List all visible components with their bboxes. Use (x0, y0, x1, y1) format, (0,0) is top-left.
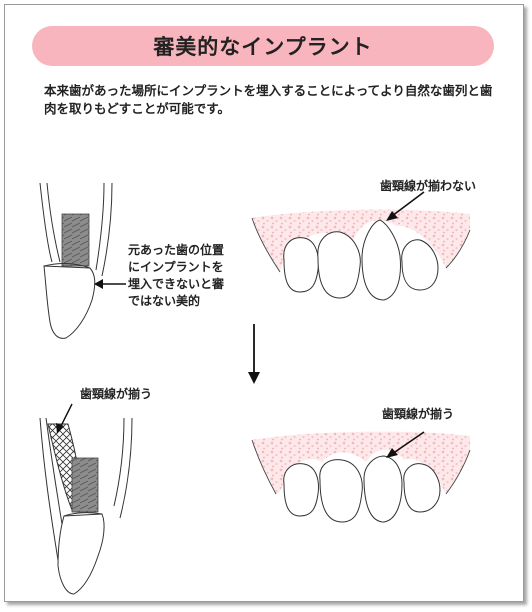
gum-tissue (252, 209, 470, 272)
crown-tooth (43, 265, 96, 339)
side-view-note: 元あった歯の位置 にインプラントを 埋入できないと審 ではない美的 (128, 242, 248, 310)
top-gumline-label: 歯頸線が揃わない (380, 179, 477, 193)
side-pointer-arrow (94, 279, 126, 289)
implant-screw (61, 213, 90, 267)
top-side-view (39, 182, 113, 339)
transition-arrow (248, 324, 260, 384)
bottom-side-view (39, 403, 133, 595)
implant-screw (71, 457, 99, 513)
title-banner: 審美的なインプラント (32, 26, 494, 66)
side-note-line-2: にインプラントを (128, 260, 224, 274)
gum-tissue (252, 431, 470, 494)
bottom-gumline-arrow (386, 431, 425, 458)
page-title: 審美的なインプラント (153, 35, 373, 59)
side-note-line-1: 元あった歯の位置 (128, 243, 225, 257)
intro-text: 本来歯があった場所にインプラントを埋入することによってより自然な歯列と歯肉を取り… (44, 83, 493, 116)
bottom-gumline-label: 歯頸線が揃う (382, 407, 455, 421)
side-note-line-4: ではない美的 (128, 294, 201, 308)
bottom-front-teeth (251, 431, 471, 523)
side-note-line-3: 埋入できないと審 (128, 277, 225, 291)
top-front-teeth (251, 209, 471, 301)
top-gumline-arrow (386, 191, 425, 221)
crown-tooth (57, 513, 105, 595)
bottom-side-label: 歯頸線が揃う (80, 387, 153, 401)
